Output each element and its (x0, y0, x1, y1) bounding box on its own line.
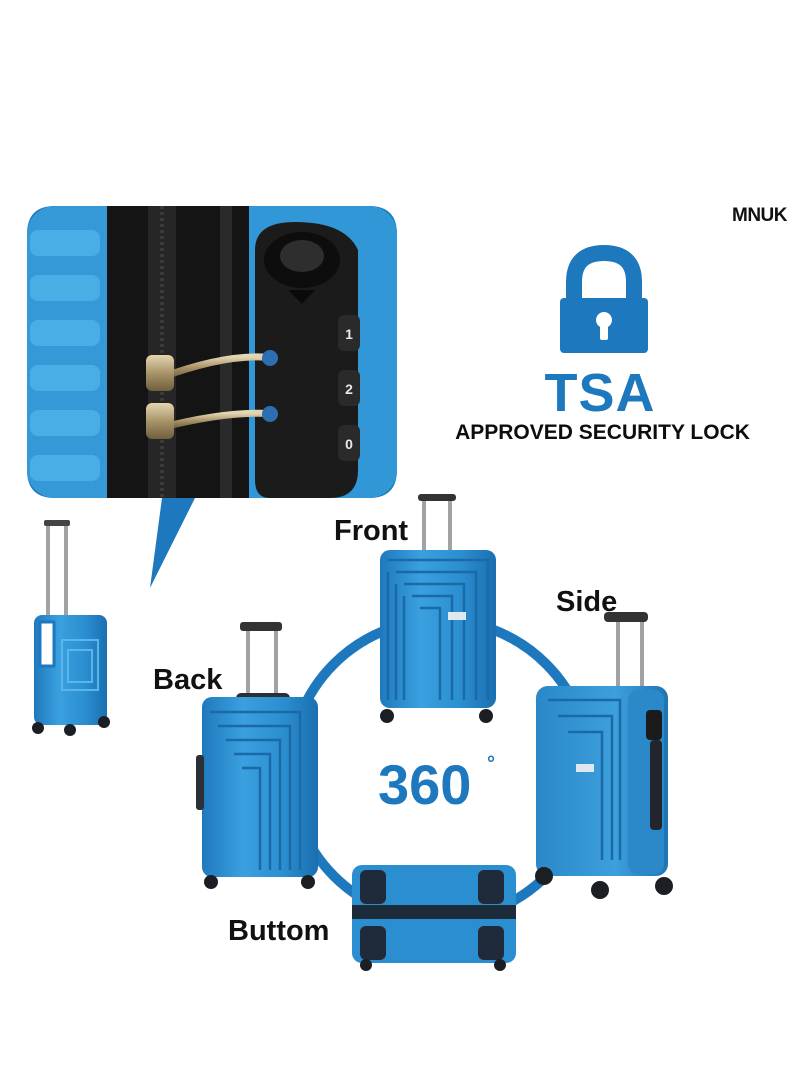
back-view-label: Back (153, 664, 223, 696)
small-suitcase-image (32, 520, 110, 736)
brand-logo: MNUK (732, 205, 788, 226)
tsa-title: TSA (544, 363, 656, 423)
lock-closeup-callout (27, 206, 397, 588)
side-view-label: Side (556, 586, 618, 618)
back-view-suitcase-image (196, 622, 318, 889)
front-view-label: Front (334, 515, 409, 547)
rotation-degrees: 360 (378, 753, 472, 816)
side-view-suitcase-image (535, 612, 673, 899)
lock-dial-digit-2: 2 (345, 381, 353, 397)
bottom-view-label: Buttom (228, 915, 330, 947)
padlock-icon (560, 244, 648, 353)
degree-symbol: ° (487, 753, 495, 775)
tsa-subtitle: APPROVED SECURITY LOCK (455, 421, 750, 444)
lock-dial-digit-1: 1 (345, 326, 353, 342)
lock-dial-digit-3: 0 (345, 436, 353, 452)
front-view-suitcase-image (380, 494, 496, 723)
bottom-view-suitcase-image (352, 865, 516, 971)
